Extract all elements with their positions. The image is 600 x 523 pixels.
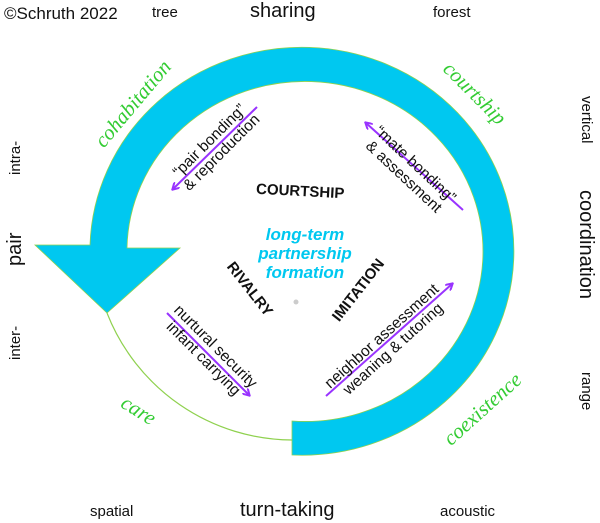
label-turn-taking: turn-taking: [240, 499, 335, 521]
neighbor-line-1: neighbor assessment: [322, 280, 443, 392]
arrow-nurtural: [166, 312, 249, 395]
phase-care: care: [117, 390, 161, 430]
cycle-arrow: [33, 46, 515, 456]
label-inter: inter-: [7, 326, 24, 360]
center-line-3: formation: [266, 263, 344, 282]
center-line-2: partnership: [257, 244, 352, 263]
label-forest: forest: [433, 4, 471, 21]
label-spatial: spatial: [90, 503, 133, 520]
copyright: ©Schruth 2022: [4, 4, 118, 23]
label-sharing: sharing: [250, 0, 316, 22]
cycle-outline: [106, 312, 293, 441]
label-vertical: vertical: [578, 96, 595, 144]
center-line-1: long-term: [266, 225, 344, 244]
center-dot: [293, 299, 299, 305]
label-intra: intra-: [7, 141, 24, 175]
quadrant-courtship: COURTSHIP: [256, 181, 345, 203]
label-pair: pair: [4, 232, 26, 266]
arrow-pair-bonding: [173, 106, 258, 189]
label-tree: tree: [152, 4, 178, 21]
label-acoustic: acoustic: [440, 503, 496, 520]
arrow-mate-bonding: [366, 123, 464, 211]
label-range: range: [578, 372, 595, 410]
label-coordination: coordination: [575, 190, 597, 299]
arrow-neighbor: [325, 284, 452, 397]
